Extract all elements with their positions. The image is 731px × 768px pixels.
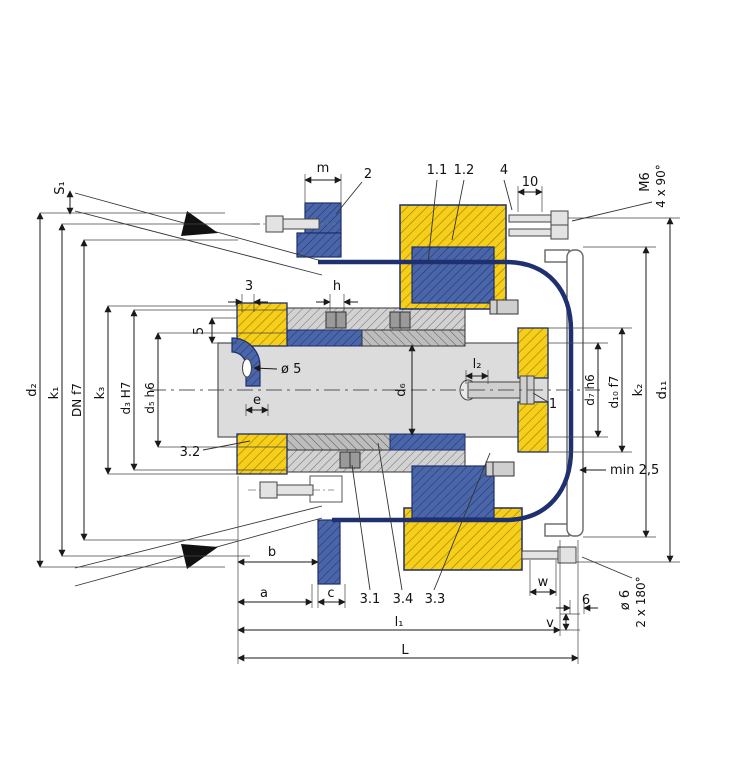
seat-screws: [485, 299, 519, 477]
label-v: v: [546, 616, 554, 631]
label-d6: d₆: [394, 383, 409, 396]
label-k1: k₁: [47, 387, 62, 400]
label-h: h: [333, 279, 341, 294]
label-10: 10: [522, 175, 539, 190]
label-min25: min 2,5: [610, 463, 659, 478]
label-d3: d₃ H7: [119, 382, 133, 415]
label-k2: k₂: [631, 384, 646, 397]
collar-lug: [309, 475, 343, 503]
seat-bottom: [517, 401, 549, 453]
label-part1: 1: [549, 397, 557, 412]
label-d10: d₁₀ f7: [607, 376, 621, 409]
seal-face-top: [361, 329, 466, 347]
leader-lines: [202, 179, 653, 591]
pin-hole-dia5: [242, 358, 252, 378]
label-l1: l₁: [395, 615, 404, 630]
label-m6: M6: [638, 172, 653, 192]
seal-face-bottom: [286, 433, 391, 451]
direction-arrow-bottom: [74, 505, 323, 587]
label-part1-1: 1.1: [427, 163, 448, 178]
seal-ring-bottom-blue: [389, 433, 466, 451]
label-6: 6: [582, 593, 590, 608]
magnet-top: [411, 246, 495, 304]
clamp-bolt-bottom: [248, 481, 334, 499]
label-dia6: ø 6: [618, 590, 633, 610]
direction-arrow-top: [74, 192, 323, 276]
label-part3-1: 3.1: [360, 592, 381, 607]
collar-bottom-bar: [317, 519, 341, 585]
set-screws: [325, 311, 411, 469]
labels: S₁ d₂ k₁ DN f7 k₃ d₃ H7 d₅ h6 d₇ h6 d₁₀ …: [25, 161, 670, 658]
label-l2: l₂: [473, 357, 482, 372]
label-w: w: [538, 575, 549, 590]
label-k3: k₃: [93, 387, 108, 400]
label-s1: S₁: [53, 181, 68, 194]
label-a: a: [260, 586, 268, 601]
bellows: [318, 259, 574, 523]
label-part4: 4: [500, 163, 508, 178]
label-dia5: ø 5: [281, 362, 301, 377]
gland-top: [236, 302, 288, 347]
bracket-bolts-top: [508, 210, 569, 240]
label-part3-3: 3.3: [425, 592, 446, 607]
label-b: b: [268, 545, 276, 560]
label-5: 5: [192, 327, 207, 335]
label-d7: d₇ h6: [583, 374, 597, 405]
label-3: 3: [245, 279, 253, 294]
label-e: e: [253, 393, 261, 408]
label-part3-2: 3.2: [180, 445, 201, 460]
label-c: c: [327, 586, 334, 601]
seat-top: [517, 327, 549, 379]
label-dia6-angle: 2 x 180°: [634, 576, 648, 627]
label-part1-2: 1.2: [454, 163, 475, 178]
label-m6-angle: 4 x 90°: [654, 164, 668, 208]
label-m: m: [317, 161, 330, 176]
label-d5: d₅ h6: [143, 382, 157, 413]
label-part3-4: 3.4: [393, 592, 414, 607]
seal-ring-top-blue: [286, 329, 363, 347]
label-dn: DN f7: [70, 383, 84, 417]
center-stud: [459, 375, 535, 405]
label-d11: d₁₁: [655, 381, 670, 400]
label-L: L: [401, 643, 409, 658]
gland-bottom: [236, 433, 288, 475]
seal-housing-top: [286, 307, 466, 331]
clamp-bolt-top: [252, 215, 336, 233]
dimension-lines: [36, 176, 674, 662]
label-part2: 2: [364, 167, 372, 182]
label-d2: d₂: [25, 383, 40, 396]
